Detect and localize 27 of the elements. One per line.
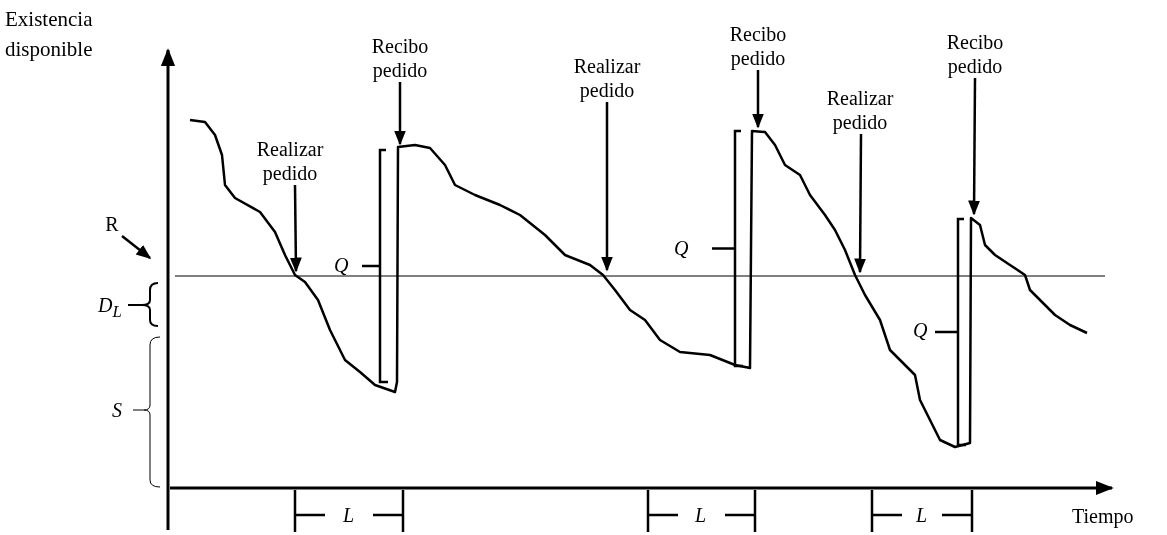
lead-time-label: L [343, 503, 355, 527]
axis-title: Tiempo [1072, 504, 1134, 528]
callout-text: Realizar pedido [240, 137, 340, 185]
leader-arrow [289, 185, 302, 273]
leader-arrow [752, 70, 764, 129]
quantity-label: Q [334, 253, 349, 277]
callout-text: Recibo pedido [930, 30, 1020, 78]
leader-arrow [121, 235, 152, 259]
demand-label: D$_{L}$ [98, 293, 122, 323]
lead-time-label: L [695, 503, 707, 527]
leader-arrow [854, 134, 867, 274]
leader-arrow [601, 102, 613, 272]
lead-time-label: L [916, 503, 928, 527]
callout-text: Realizar pedido [810, 86, 910, 134]
leader-arrow [394, 82, 406, 146]
callout-text: Realizar pedido [557, 54, 657, 102]
axis-title: Existencia disponible [5, 6, 94, 63]
callout-text: Recibo pedido [713, 22, 803, 70]
callout-text: R [100, 212, 124, 236]
quantity-bracket [710, 129, 745, 368]
quantity-bracket [933, 217, 968, 447]
safety-stock-label: S [112, 398, 122, 422]
quantity-bracket [360, 148, 390, 384]
quantity-label: Q [674, 236, 689, 260]
leader-arrow [968, 78, 981, 216]
callout-text: Recibo pedido [355, 34, 445, 82]
quantity-label: Q [913, 318, 928, 342]
